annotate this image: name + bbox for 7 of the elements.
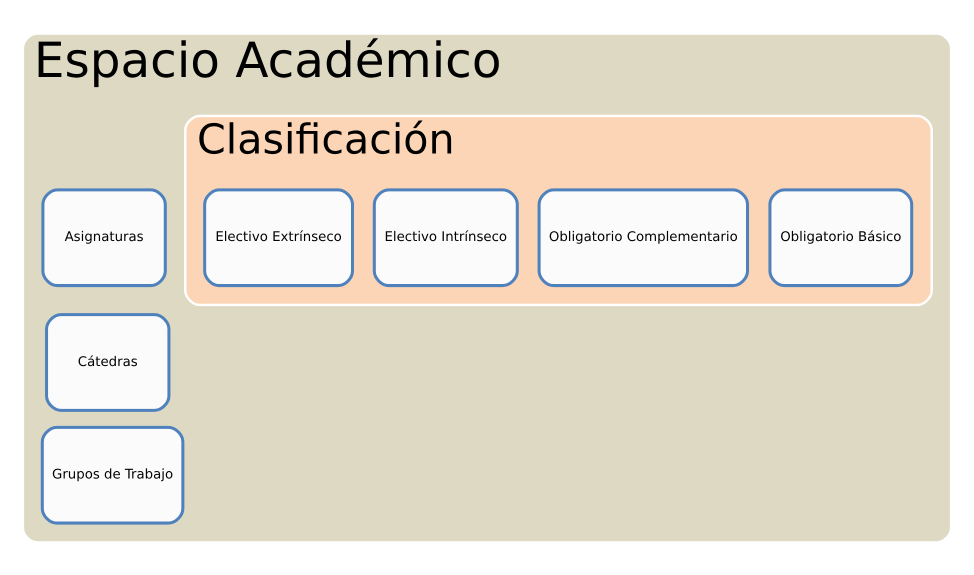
node-box: Electivo Extrínseco: [203, 188, 354, 287]
node-box: Obligatorio Básico: [768, 188, 914, 287]
node-box: Asignaturas: [41, 188, 167, 287]
node-box: Cátedras: [45, 312, 170, 412]
node-box: Grupos de Trabajo: [40, 425, 184, 524]
node-box: Obligatorio Complementario: [538, 188, 750, 287]
node-box: Electivo Intrínseco: [372, 188, 519, 287]
